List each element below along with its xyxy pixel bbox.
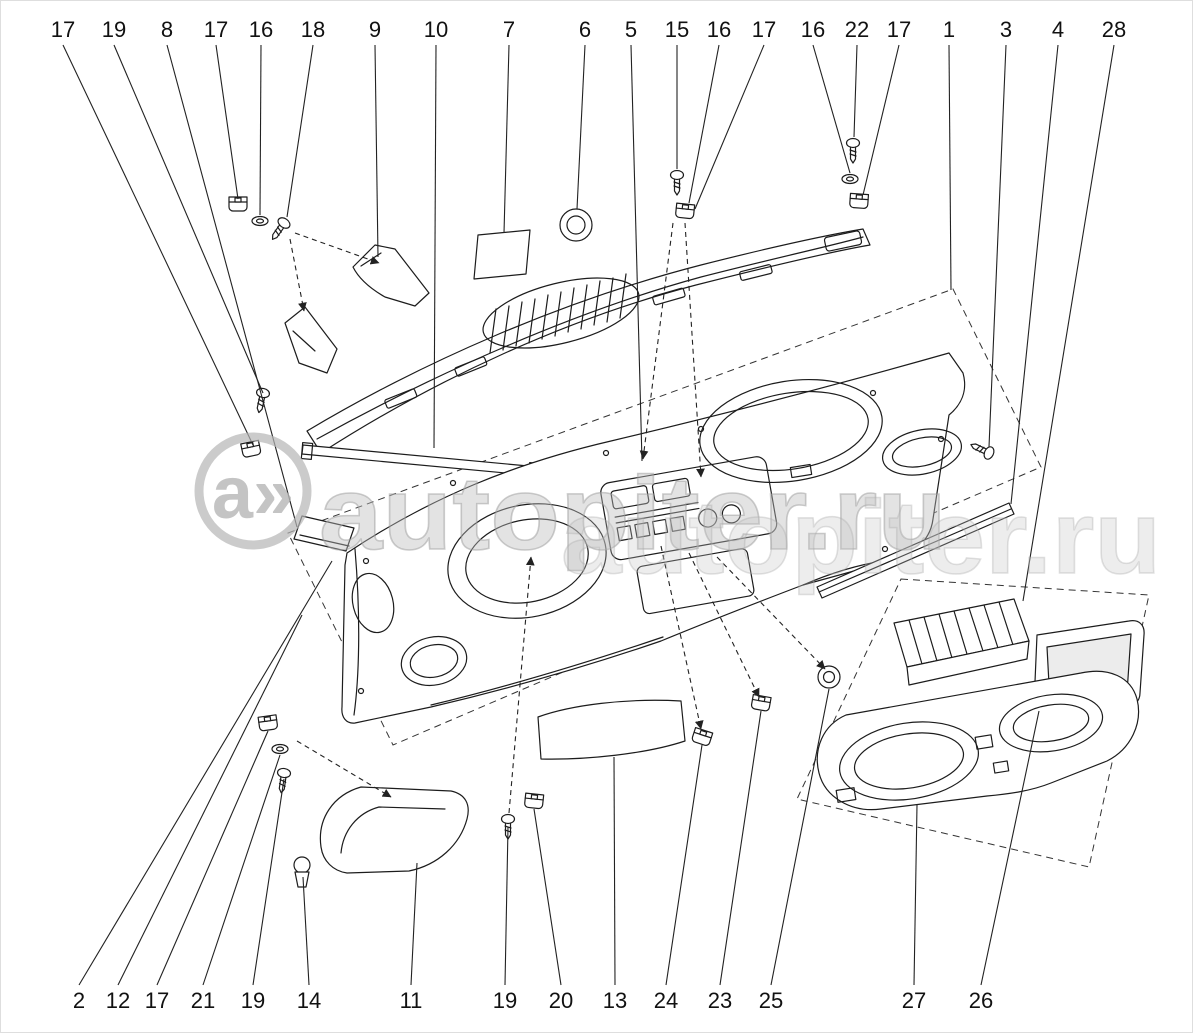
- part-label-16: 16: [249, 17, 273, 42]
- screw-icon: [967, 438, 997, 462]
- part-label-10: 10: [424, 17, 448, 42]
- part-label-1: 1: [943, 17, 955, 42]
- part-label-9: 9: [369, 17, 381, 42]
- part-label-8: 8: [161, 17, 173, 42]
- part-label-11: 11: [400, 988, 423, 1013]
- steering-column-cover: [319, 786, 469, 874]
- screw-icon: [845, 137, 861, 164]
- upper-trim-panel: [306, 228, 871, 454]
- speaker-grille: [482, 273, 640, 354]
- trim-vent-slots: [384, 230, 863, 409]
- bracket-9: [352, 244, 430, 307]
- exploded-parts: [228, 137, 1145, 888]
- part-label-17: 17: [887, 17, 911, 42]
- leader-lines: [62, 44, 1115, 986]
- part-label-27: 27: [902, 988, 926, 1013]
- washer-icon: [251, 215, 269, 227]
- grommet-icon: [817, 665, 841, 689]
- part-label-24: 24: [654, 988, 678, 1013]
- part-label-14: 14: [297, 988, 321, 1013]
- side-vent-left: [351, 572, 395, 634]
- clip-icon: [257, 714, 279, 732]
- clip-icon: [690, 726, 714, 748]
- part-label-3: 3: [1000, 17, 1012, 42]
- plate-7: [473, 229, 531, 280]
- watermark-logo: a»: [212, 451, 294, 534]
- part-label-12: 12: [106, 988, 130, 1013]
- part-label-17: 17: [204, 17, 228, 42]
- clip-icon: [228, 196, 248, 212]
- clip-icon: [523, 792, 545, 810]
- part-label-16: 16: [801, 17, 825, 42]
- part-label-17: 17: [752, 17, 776, 42]
- part-label-17: 17: [145, 988, 169, 1013]
- defroster-trim-strip: [816, 502, 1015, 599]
- washer-icon: [271, 743, 289, 755]
- clip-icon: [848, 192, 870, 210]
- part-label-16: 16: [707, 17, 731, 42]
- part-label-15: 15: [665, 17, 689, 42]
- part-label-17: 17: [51, 17, 75, 42]
- part-label-23: 23: [708, 988, 732, 1013]
- knob-14: [293, 856, 311, 888]
- side-vent-right: [882, 428, 962, 476]
- clip-icon: [750, 693, 772, 713]
- steering-column-opening: [447, 503, 607, 619]
- part-label-22: 22: [845, 17, 869, 42]
- center-stack: [600, 456, 778, 615]
- part-label-25: 25: [759, 988, 783, 1013]
- screw-holes: [357, 389, 945, 695]
- bottom-labels: 2 12 17 21 19 14 11 19 20 13 24 23 25 27…: [73, 988, 993, 1013]
- part-label-2: 2: [73, 988, 85, 1013]
- part-label-5: 5: [625, 17, 637, 42]
- part-label-26: 26: [969, 988, 993, 1013]
- clip-icon: [674, 202, 696, 220]
- assembly-arrows: [289, 222, 826, 814]
- vent-assembly-tray: [893, 598, 1030, 686]
- screw-icon: [266, 214, 293, 244]
- watermark: a» autopiter.ru autopiter.ru: [194, 432, 1162, 597]
- instrument-cluster-bezel: [816, 670, 1139, 811]
- part-label-18: 18: [301, 17, 325, 42]
- part-label-19: 19: [102, 17, 126, 42]
- bracket-lower-left: [284, 306, 338, 374]
- part-label-19: 19: [493, 988, 517, 1013]
- part-label-4: 4: [1052, 17, 1064, 42]
- top-labels: 17 19 8 17 16 18 9 10 7 6 5 15 16 17 16 …: [51, 17, 1126, 42]
- hardware-bottom-left: [257, 714, 292, 795]
- grommet-6: [559, 208, 593, 242]
- part-label-13: 13: [603, 988, 627, 1013]
- part-label-21: 21: [191, 988, 215, 1013]
- lower-left-speaker: [400, 635, 468, 687]
- watermark-logo-circle: [194, 432, 312, 550]
- watermark-text: autopiter.ru: [319, 456, 947, 572]
- part-label-7: 7: [503, 17, 515, 42]
- main-panel-dashed-box: [287, 288, 1042, 746]
- washer-icon: [841, 173, 859, 185]
- part-label-6: 6: [579, 17, 591, 42]
- instrument-cluster-opening: [699, 378, 883, 484]
- watermark-text-2: autopiter.ru: [561, 480, 1161, 596]
- hardware-top-left: [228, 196, 293, 459]
- main-dashboard-panel: [341, 352, 966, 724]
- glovebox-lid: [537, 699, 686, 760]
- screw-icon: [251, 386, 271, 415]
- part-label-28: 28: [1102, 17, 1126, 42]
- radio-opening: [636, 548, 755, 615]
- screw-icon: [669, 169, 685, 196]
- part-label-20: 20: [549, 988, 573, 1013]
- dashed-group-boxes: [287, 288, 1150, 868]
- part-label-19: 19: [241, 988, 265, 1013]
